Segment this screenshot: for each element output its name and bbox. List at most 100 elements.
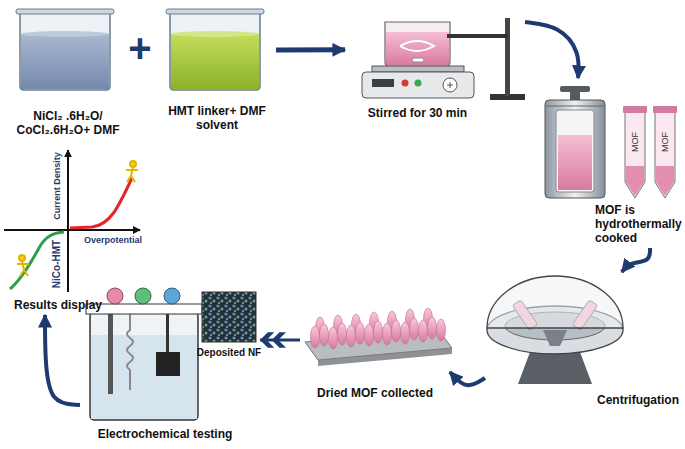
magnetic-stirrer-part xyxy=(385,22,450,66)
autoclave-part xyxy=(545,100,605,198)
magnetic-stirrer-part xyxy=(412,58,424,62)
centrifuge-part xyxy=(487,276,623,328)
centrifuge xyxy=(487,276,623,384)
dried-mof-part-part xyxy=(392,320,401,342)
magnetic-stirrer-part xyxy=(447,82,453,88)
result-plot-part-part xyxy=(19,255,25,261)
nickel-foam xyxy=(202,292,256,342)
step-caption: HMT linker+ DMF solvent xyxy=(158,104,276,132)
flow-arrow xyxy=(45,315,80,405)
sample-tube-part xyxy=(623,106,647,113)
step-node: Results display xyxy=(3,145,143,315)
magnetic-stirrer-part xyxy=(372,66,464,72)
step-node: NiCl₂ .6H₂O/ CoCl₂.6H₂O+ DMF xyxy=(8,5,128,140)
step-caption: Results display xyxy=(3,298,113,312)
sample-tube xyxy=(623,106,647,198)
sample-tube-part xyxy=(655,112,675,198)
magnetic-stirrer-part xyxy=(362,72,474,98)
sample-tube xyxy=(653,106,677,198)
beaker-green-part xyxy=(171,34,259,89)
sample-tube-part xyxy=(653,106,677,113)
electrochemical-cell-part xyxy=(90,312,198,420)
beaker-blue-part xyxy=(16,9,114,14)
magnetic-stirrer-part xyxy=(402,80,409,87)
beaker-green-part xyxy=(166,9,264,14)
step-caption: Stirred for 30 min xyxy=(345,106,490,120)
flow-arrow xyxy=(450,372,485,385)
electrochemical-cell-part xyxy=(156,352,180,376)
flow-arrow xyxy=(622,248,650,272)
sample-tube-part xyxy=(625,112,645,198)
dried-mof-part-part xyxy=(338,323,347,345)
axis-label: Current Density xyxy=(52,152,62,220)
electrochemical-cell xyxy=(86,288,202,420)
magnetic-stirrer xyxy=(362,18,525,100)
dried-mof-part-part xyxy=(365,324,374,346)
result-plot-part xyxy=(67,150,69,292)
dried-mof-part-part xyxy=(428,317,437,339)
autoclave-part xyxy=(545,106,605,107)
magnetic-stirrer-part xyxy=(443,78,457,92)
dried-mof xyxy=(305,308,452,366)
beaker-blue-part xyxy=(21,31,109,37)
plus-sign: + xyxy=(128,25,151,71)
result-plot-part-part xyxy=(130,161,136,167)
flow-arrow xyxy=(260,339,300,342)
dried-mof-part xyxy=(311,308,446,349)
nickel-foam-part xyxy=(202,292,256,342)
magnetic-stirrer-part xyxy=(386,32,449,65)
electrochemical-cell-part xyxy=(166,312,169,354)
result-plot-part-part xyxy=(126,167,138,182)
foam-label: Deposited NF xyxy=(197,347,261,359)
result-plot-part xyxy=(17,161,138,276)
beaker-blue xyxy=(16,9,114,90)
curve-label: NiCo-HMT xyxy=(51,240,63,288)
tube-label: MOF xyxy=(660,132,670,152)
autoclave xyxy=(545,86,605,198)
step-node: HMT linker+ DMF solvent xyxy=(158,5,276,135)
electrochemical-cell-part xyxy=(164,288,180,304)
dried-mof-part-part xyxy=(419,320,428,342)
step-caption: Electrochemical testing xyxy=(80,427,250,441)
step-node: Centrifugation xyxy=(485,272,682,410)
dried-mof-part-part xyxy=(320,324,329,346)
flow-arrow xyxy=(525,22,579,78)
dried-mof-part-part xyxy=(311,326,320,348)
magnetic-stirrer-part xyxy=(447,34,508,38)
step-caption: MOF is hydrothermally cooked xyxy=(595,203,682,245)
dried-mof-part-part xyxy=(347,325,356,347)
centrifuge-part xyxy=(543,330,567,346)
magnetic-stirrer-part xyxy=(372,79,394,87)
electrochemical-cell-part xyxy=(107,288,123,304)
axis-label: Overpotential xyxy=(84,235,142,245)
beaker-blue-part xyxy=(21,34,109,89)
beaker-green-part xyxy=(170,12,260,90)
flow-arrow xyxy=(276,47,345,52)
step-node: MOF is hydrothermally cooked xyxy=(530,78,682,248)
dried-mof-part-part xyxy=(374,321,383,343)
result-plot-part-part xyxy=(17,261,29,276)
autoclave-part xyxy=(558,135,592,190)
beaker-green xyxy=(166,9,264,90)
magnetic-stirrer-part xyxy=(415,80,422,87)
magnetic-stirrer-part xyxy=(505,18,510,96)
sample-tube-part xyxy=(656,166,674,196)
tube-label: MOF xyxy=(630,132,640,152)
electrochemical-cell-part xyxy=(86,304,202,314)
electrochemical-cell-part xyxy=(135,288,151,304)
step-node: Electrochemical testing xyxy=(80,286,260,444)
beaker-blue-part xyxy=(20,12,110,90)
result-plot-part xyxy=(70,178,132,228)
step-caption: NiCl₂ .6H₂O/ CoCl₂.6H₂O+ DMF xyxy=(8,109,128,137)
dried-mof-part-part xyxy=(356,322,365,344)
autoclave-part xyxy=(556,110,594,192)
step-caption: Centrifugation xyxy=(485,393,679,407)
dried-mof-part-part xyxy=(437,319,446,341)
result-plot-part xyxy=(10,232,64,289)
electrochemical-cell-part xyxy=(108,312,113,394)
step-node: Dried MOF collected xyxy=(300,298,450,403)
dried-mof-part-part xyxy=(383,323,392,345)
